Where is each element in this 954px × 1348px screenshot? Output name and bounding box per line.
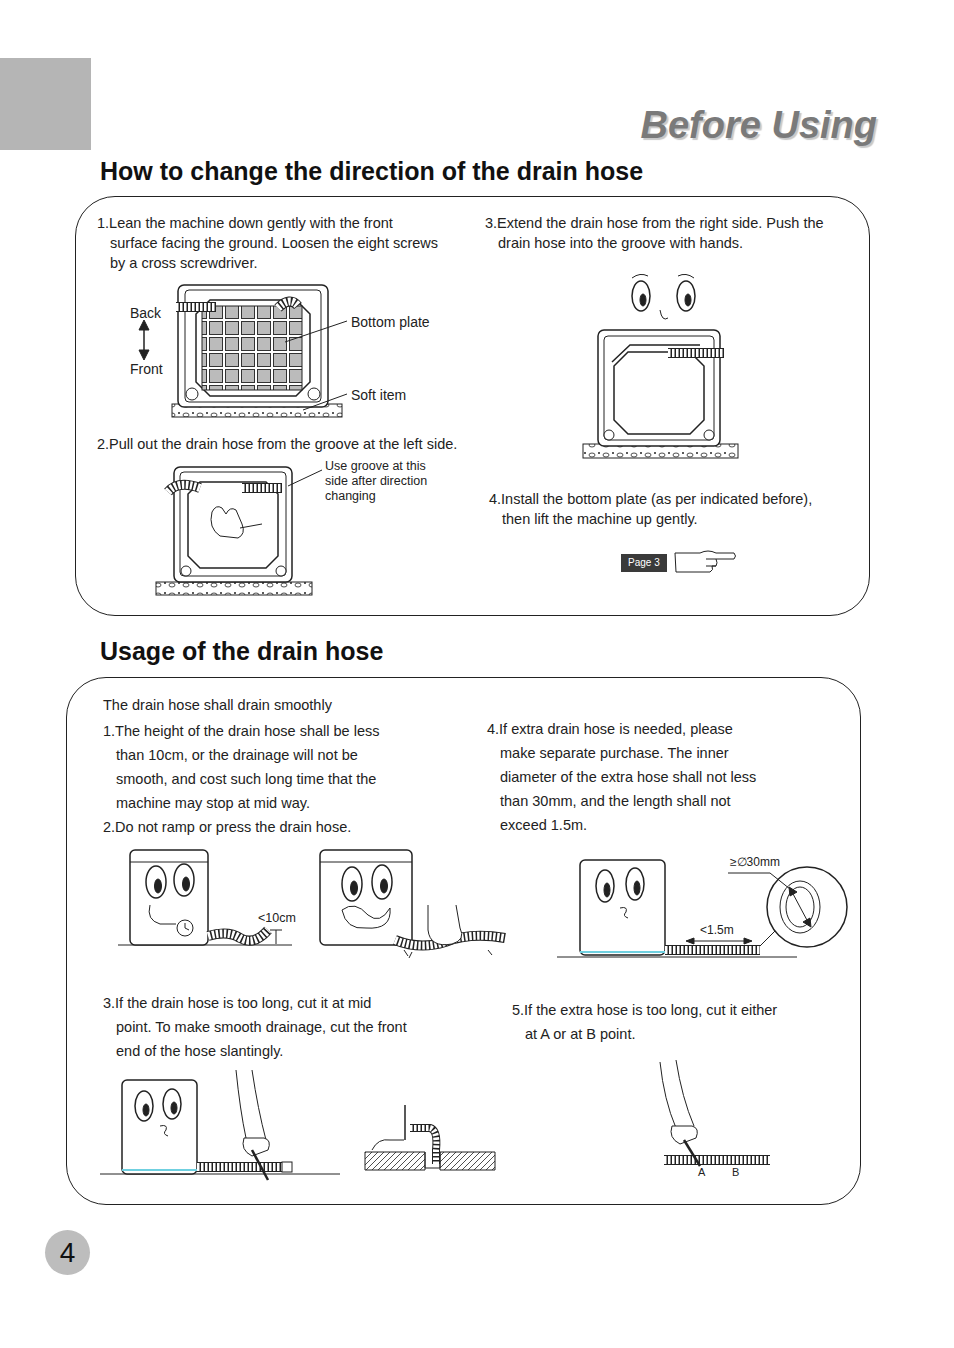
section-heading: How to change the direction of the drain… [100, 157, 643, 186]
dimension-label: ≥∅30mm [730, 855, 780, 869]
extra-hose-cut-figure [660, 1060, 770, 1166]
step-text: 4.If extra drain hose is needed, please … [487, 717, 762, 837]
instruction-panel: How to change the direction of the drain… [75, 150, 870, 617]
step-text: 3.If the drain hose is too long, cut it … [103, 991, 408, 1063]
corner-tab [0, 58, 91, 150]
instruction-panel: Usage of the drain hoseThe drain hose sh… [66, 632, 861, 1206]
page-title: Before Using [641, 104, 877, 147]
hose-removal-figure [156, 467, 322, 595]
cut-point-label: A [698, 1166, 705, 1179]
step-text: 5.If the extra hose is too long, cut it … [512, 998, 792, 1046]
intro-text: The drain hose shall drain smoothly [103, 695, 332, 715]
step-text: 1.The height of the drain hose shall be … [103, 719, 398, 815]
bottom-view-figure [139, 285, 347, 417]
dimension-label: <10cm [258, 911, 296, 926]
hose-height-figure [118, 850, 292, 945]
step-text: 2.Do not ramp or press the drain hose. [103, 815, 398, 839]
cut-point-label: B [732, 1166, 739, 1179]
step-text: 2.Pull out the drain hose from the groov… [97, 434, 482, 454]
extra-hose-figure [557, 860, 847, 957]
part-label: Bottom plate [351, 314, 430, 331]
page-reference-tag: Page 3 [621, 554, 667, 572]
direction-label: Front [130, 361, 163, 378]
hose-cut-figure [100, 1070, 340, 1180]
page-reference: Page 3 [628, 556, 660, 570]
part-label: Soft item [351, 387, 406, 404]
page-number: 4 [45, 1230, 90, 1275]
pointing-hand [675, 551, 736, 572]
hose-refit-figure [583, 274, 738, 458]
step-text: 4.Install the bottom plate (as per indic… [489, 489, 834, 529]
page-number-badge: 4 [45, 1230, 90, 1275]
drain-pipe-section [365, 1105, 495, 1170]
dimension-label: <1.5m [700, 923, 734, 937]
step-text: 1.Lean the machine down gently with the … [97, 213, 442, 273]
step-text: 3.Extend the drain hose from the right s… [485, 213, 845, 253]
pressed-hose-figure [320, 850, 505, 958]
section-heading: Usage of the drain hose [100, 637, 383, 666]
direction-label: Back [130, 305, 161, 322]
note-label: Use groove at this side after direction … [325, 459, 450, 504]
